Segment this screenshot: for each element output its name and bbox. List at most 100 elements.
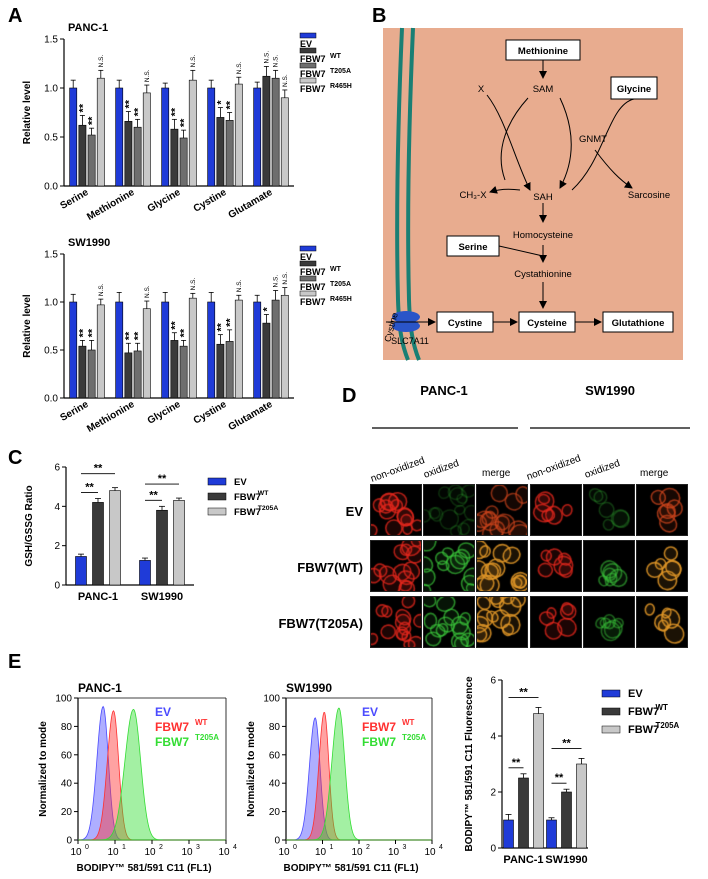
legend-swatch: [299, 245, 317, 252]
significance-label: N.S.: [190, 55, 197, 68]
bar: [234, 299, 243, 399]
significance-label: *: [215, 100, 227, 105]
significance-label: **: [179, 118, 191, 127]
bar: [142, 92, 151, 187]
y-tick-label: 0.5: [44, 133, 58, 144]
group-label-panc1: PANC-1: [420, 383, 467, 398]
legend-swatch: [299, 275, 317, 282]
bar: [518, 777, 529, 849]
significance-label: **: [169, 320, 181, 329]
bar: [78, 124, 87, 187]
category-label: SW1990: [545, 854, 587, 866]
histogram-curve: [286, 707, 432, 841]
y-tick-label: 60: [269, 750, 281, 761]
legend-superscript: T205A: [330, 281, 351, 288]
cystathionine-label: Cystathionine: [514, 269, 572, 280]
chart-title: SW1990: [68, 237, 110, 249]
bar: [133, 126, 142, 187]
bar: [170, 128, 179, 187]
legend-label: FBW7: [628, 706, 659, 718]
bar: [188, 297, 197, 399]
bar: [216, 117, 225, 187]
x-tick-exponent: 3: [403, 844, 407, 851]
significance-label: **: [555, 772, 564, 784]
legend-label: FBW7: [300, 54, 326, 64]
y-axis-label: BODIPY™ 581/591 C11 Fluorescence: [464, 676, 475, 852]
significance-label: N.S.: [98, 55, 105, 68]
x-tick-label: 10: [388, 847, 400, 858]
legend-label: FBW7: [300, 84, 326, 94]
y-axis-label: Normalized to mode: [38, 721, 49, 817]
x-tick-label: 10: [70, 847, 82, 858]
bar: [75, 556, 87, 586]
significance-label: N.S.: [282, 272, 289, 285]
significance-label: N.S.: [144, 285, 151, 298]
y-tick-label: 100: [263, 694, 280, 705]
legend-superscript: WT: [656, 703, 668, 712]
y-tick-label: 40: [61, 779, 73, 790]
bar: [173, 500, 185, 586]
bar: [225, 120, 234, 187]
x-tick-label: 10: [278, 847, 290, 858]
chart-title: PANC-1: [68, 22, 108, 34]
row-label-t205a: FBW7(T205A): [278, 616, 363, 631]
bar: [253, 87, 262, 187]
legend-label: FBW7: [300, 282, 326, 292]
bar: [207, 87, 216, 187]
serine-label: Serine: [458, 242, 487, 253]
bar: [124, 352, 133, 399]
y-axis-label: Relative level: [22, 81, 33, 145]
significance-label: **: [77, 103, 89, 112]
column-label-1: non-oxidized: [369, 455, 426, 485]
y-tick-label: 2: [490, 788, 496, 799]
y-tick-label: 0: [66, 836, 72, 847]
category-label: Serine: [59, 187, 91, 212]
bar: [546, 819, 557, 849]
micrograph-1-4: [583, 540, 635, 592]
bar: [188, 79, 197, 187]
significance-label: N.S.: [236, 61, 243, 74]
x-tick-exponent: 1: [330, 844, 334, 851]
y-tick-label: 0.0: [44, 394, 58, 405]
x-tick-exponent: 2: [366, 844, 370, 851]
bar: [179, 345, 188, 399]
significance-label: **: [94, 463, 103, 475]
legend-label: FBW7: [300, 267, 326, 277]
legend-swatch: [207, 507, 227, 516]
legend-swatch: [299, 32, 317, 39]
significance-label: **: [512, 757, 521, 769]
category-label: Glycine: [146, 399, 183, 427]
significance-label: *: [261, 306, 273, 311]
legend-superscript: T205A: [402, 733, 426, 742]
bar: [87, 349, 96, 399]
cystine-box-label: Cystine: [448, 318, 482, 329]
y-tick-label: 80: [269, 722, 281, 733]
legend-swatch: [601, 725, 621, 734]
x-tick-label: 10: [315, 847, 327, 858]
significance-label: N.S.: [190, 278, 197, 291]
gnmt-label: GNMT: [579, 134, 607, 145]
column-label-4: non-oxidized: [525, 453, 582, 483]
bar: [170, 340, 179, 399]
bar: [179, 137, 188, 187]
bar: [139, 560, 151, 586]
legend-superscript: T205A: [330, 68, 351, 75]
category-label: Methionine: [85, 187, 137, 223]
bar: [503, 819, 514, 849]
legend-label: FBW7: [300, 297, 326, 307]
significance-label: **: [133, 331, 145, 340]
x-tick-exponent: 4: [233, 844, 237, 851]
significance-label: N.S.: [236, 279, 243, 292]
glycine-label: Glycine: [617, 84, 651, 95]
significance-label: **: [519, 686, 528, 698]
category-label: Serine: [59, 399, 91, 424]
y-tick-label: 0: [490, 844, 496, 855]
y-axis-label: Normalized to mode: [246, 721, 257, 817]
panel-label-e: E: [8, 651, 21, 673]
legend-label: EV: [155, 705, 171, 719]
category-label: Cystine: [192, 187, 229, 215]
y-tick-label: 1.5: [44, 35, 58, 46]
bar: [280, 294, 289, 399]
